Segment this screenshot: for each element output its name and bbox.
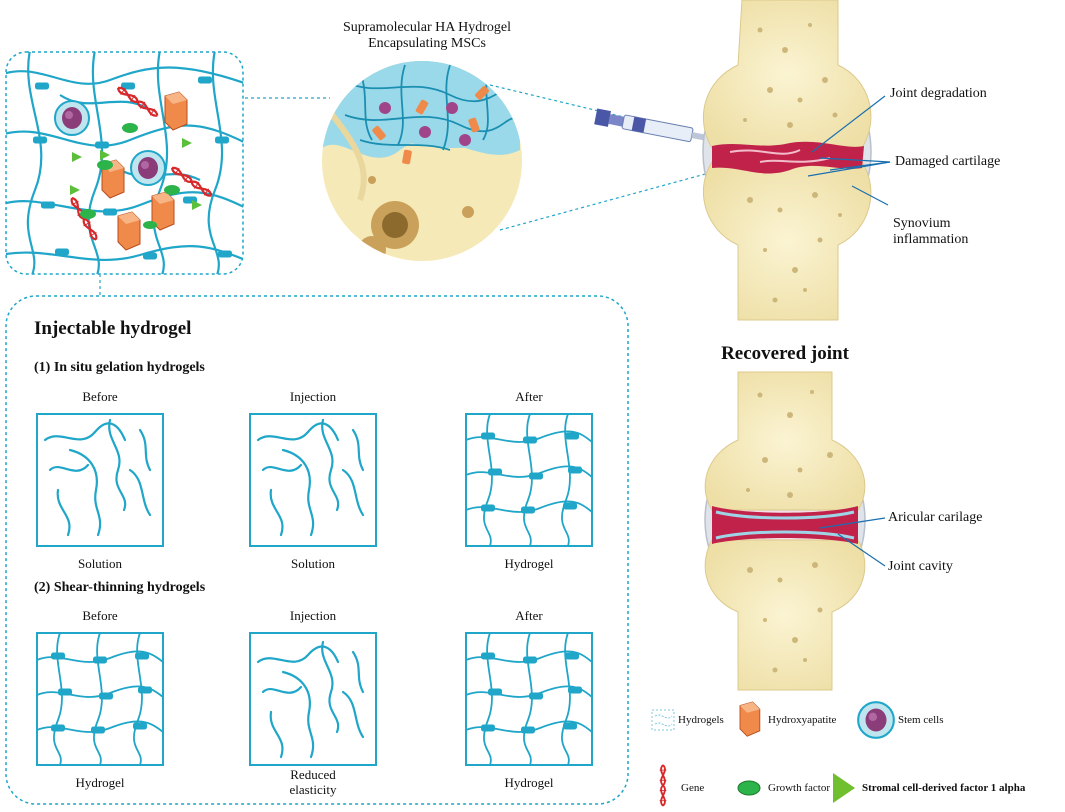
s2-box1-top: Before	[82, 608, 118, 623]
label-synovium-inflammation: Synovium inflammation	[893, 216, 968, 248]
section2-heading: (2) Shear-thinning hydrogels	[34, 580, 206, 595]
s2-box2-top: Injection	[289, 608, 337, 623]
top-title-line2: Encapsulating MSCs	[368, 36, 486, 52]
shear-box-before	[36, 632, 164, 766]
s1-box2-bottom: Solution	[290, 556, 336, 571]
s2-box2-bottom: Reduced elasticity	[289, 767, 337, 798]
magnified-hydrogel-circle	[322, 61, 522, 261]
s1-box3-top: After	[515, 389, 543, 404]
hydrogel-network-closeup	[5, 51, 244, 275]
shear-box-injection	[249, 632, 377, 766]
s1-box1-bottom: Solution	[77, 556, 123, 571]
damaged-joint-leaders	[807, 95, 891, 206]
recovered-joint	[704, 371, 866, 691]
s2-box1-bottom: Hydrogel	[75, 775, 125, 790]
in-situ-box-before	[36, 413, 164, 547]
syringe	[594, 108, 722, 143]
s2-box3-top: After	[515, 608, 543, 623]
top-title-line1: Supramolecular HA Hydrogel	[343, 20, 511, 35]
damaged-joint	[702, 0, 872, 321]
legend-hydrogels-label: Hydrogels	[678, 714, 724, 726]
legend-gene-label: Gene	[681, 782, 705, 794]
label-joint-cavity: Joint cavity	[888, 559, 953, 574]
recovered-joint-leaders	[819, 517, 886, 567]
s2-box2-bottom-line1: Reduced	[290, 767, 336, 782]
top-title: Supramolecular HA Hydrogel Encapsulating…	[343, 20, 511, 52]
s1-box3-bottom: Hydrogel	[504, 556, 554, 571]
legend-hydroxyapatite-icon	[739, 701, 761, 737]
s1-box2-top: Injection	[289, 389, 337, 404]
s2-box2-bottom-line2: elasticity	[289, 781, 337, 797]
s2-box3-bottom: Hydrogel	[504, 775, 554, 790]
label-joint-degradation: Joint degradation	[890, 86, 987, 101]
recovered-joint-title: Recovered joint	[721, 343, 849, 364]
legend-growth-factor-label: Growth factor	[768, 782, 831, 794]
label-synovium-line1: Synovium	[893, 216, 951, 231]
legend-sdf-label: Stromal cell-derived factor 1 alpha	[862, 782, 1026, 794]
in-situ-box-injection	[249, 413, 377, 547]
shear-box-after	[465, 632, 593, 766]
legend-hydrogels-icon	[651, 709, 675, 731]
legend-gene-icon	[658, 764, 668, 807]
legend-sdf-icon	[833, 773, 855, 803]
legend-stem-cells-label: Stem cells	[898, 714, 944, 726]
in-situ-box-after	[465, 413, 593, 547]
section1-heading: (1) In situ gelation hydrogels	[34, 360, 205, 375]
label-synovium-line2: inflammation	[893, 232, 969, 248]
legend-stem-cell-icon	[857, 701, 895, 739]
legend-growth-factor-icon	[737, 780, 761, 796]
s1-box1-top: Before	[82, 389, 118, 404]
panel-title: Injectable hydrogel	[34, 318, 192, 339]
label-aricular-carilage: Aricular carilage	[888, 510, 983, 525]
legend-hydroxyapatite-label: Hydroxyapatite	[768, 714, 837, 726]
label-damaged-cartilage: Damaged cartilage	[895, 154, 1001, 169]
